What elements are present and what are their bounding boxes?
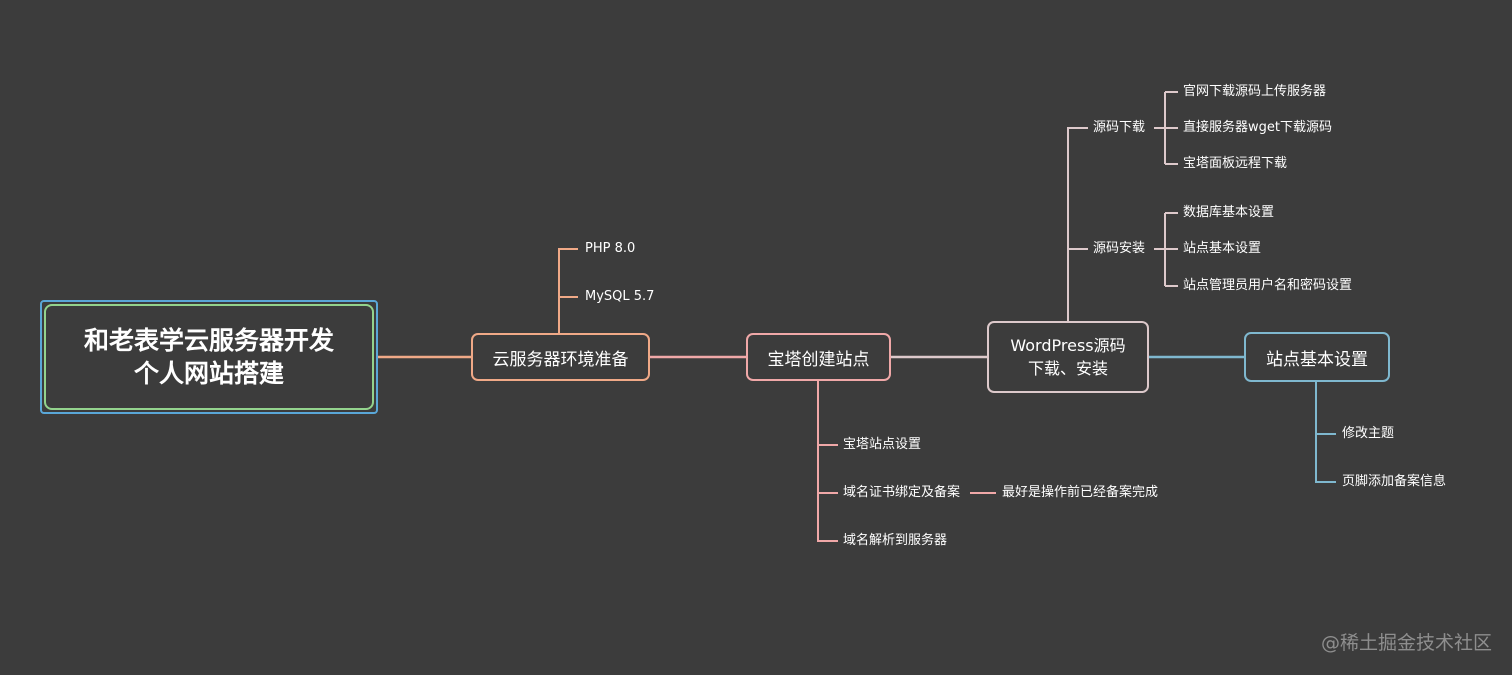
leaf-site-settings[interactable]: 站点基本设置: [1183, 241, 1262, 256]
topic-label: 站点基本设置: [1266, 349, 1368, 370]
subtopic-source-install[interactable]: 源码安装: [1093, 241, 1146, 256]
root-topic-node[interactable]: 和老表学云服务器开发 个人网站搭建: [44, 304, 374, 410]
topic-label: 宝塔创建站点: [767, 349, 870, 370]
wordpress-title-line1: WordPress源码: [1010, 336, 1126, 355]
watermark: @稀土掘金技术社区: [1320, 632, 1492, 654]
root-title-line2: 个人网站搭建: [133, 359, 284, 388]
wordpress-title-line2: 下载、安装: [1027, 359, 1108, 378]
leaf-domain-dns[interactable]: 域名解析到服务器: [843, 533, 948, 548]
topic-node-site-settings[interactable]: 站点基本设置: [1244, 332, 1390, 382]
leaf-official-download[interactable]: 官网下载源码上传服务器: [1183, 84, 1327, 99]
leaf-note-filing[interactable]: 最好是操作前已经备案完成: [1002, 485, 1159, 500]
leaf-remote-download[interactable]: 宝塔面板远程下载: [1183, 156, 1288, 171]
topic-node-wordpress[interactable]: WordPress源码 下载、安装: [987, 321, 1149, 393]
leaf-footer-filing[interactable]: 页脚添加备案信息: [1342, 474, 1447, 489]
topic-node-server-prep[interactable]: 云服务器环境准备: [471, 333, 650, 381]
root-title-line1: 和老表学云服务器开发: [83, 326, 334, 355]
topic-node-baota-site[interactable]: 宝塔创建站点: [746, 333, 891, 381]
leaf-php[interactable]: PHP 8.0: [585, 241, 636, 256]
root-node-outline: [40, 300, 378, 414]
subtopic-source-download[interactable]: 源码下载: [1093, 120, 1146, 135]
leaf-change-theme[interactable]: 修改主题: [1342, 426, 1395, 441]
leaf-domain-cert[interactable]: 域名证书绑定及备案: [843, 485, 961, 500]
leaf-baota-site-settings[interactable]: 宝塔站点设置: [843, 437, 922, 452]
leaf-wget-download[interactable]: 直接服务器wget下载源码: [1183, 120, 1332, 135]
topic-label: 云服务器环境准备: [492, 349, 629, 370]
leaf-mysql[interactable]: MySQL 5.7: [585, 289, 655, 304]
leaf-admin-settings[interactable]: 站点管理员用户名和密码设置: [1183, 278, 1353, 293]
leaf-database-settings[interactable]: 数据库基本设置: [1183, 205, 1275, 220]
